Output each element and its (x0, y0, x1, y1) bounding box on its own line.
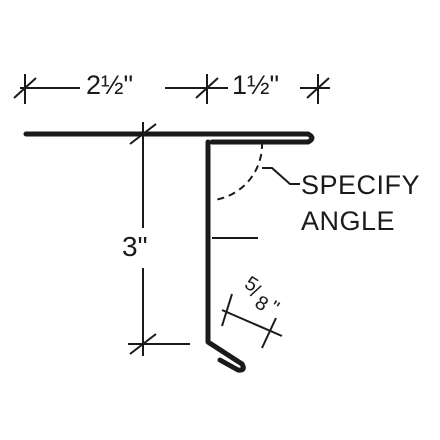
hem-tick-lower (261, 317, 277, 349)
trim-profile (23, 131, 315, 373)
top-left-dimension-label: 2½" (86, 70, 134, 100)
angle-leader-line (262, 167, 300, 185)
top-flange (23, 131, 315, 145)
hem-dim-line (221, 309, 283, 337)
vert-tick-bottom-slash (129, 333, 157, 355)
angle-indicator (212, 141, 300, 239)
callout-line-2: ANGLE (301, 206, 396, 236)
vertical-dimension-line (128, 122, 190, 356)
hem-tick-upper (221, 293, 233, 327)
callout-line-1: SPECIFY (301, 170, 421, 200)
top-right-dimension-label: 1½" (232, 70, 280, 100)
height-dimension-label: 3" (122, 231, 148, 262)
hem-dimension (221, 293, 283, 349)
top-tick-middle-slash (195, 77, 219, 99)
top-dimension-line (13, 74, 330, 104)
top-tick-right-slash (306, 77, 330, 99)
angle-arc-dashed (213, 141, 264, 201)
top-tick-left-slash (13, 77, 37, 99)
vert-tick-top-slash (129, 123, 157, 145)
vertical-leg-and-hem (205, 139, 246, 373)
